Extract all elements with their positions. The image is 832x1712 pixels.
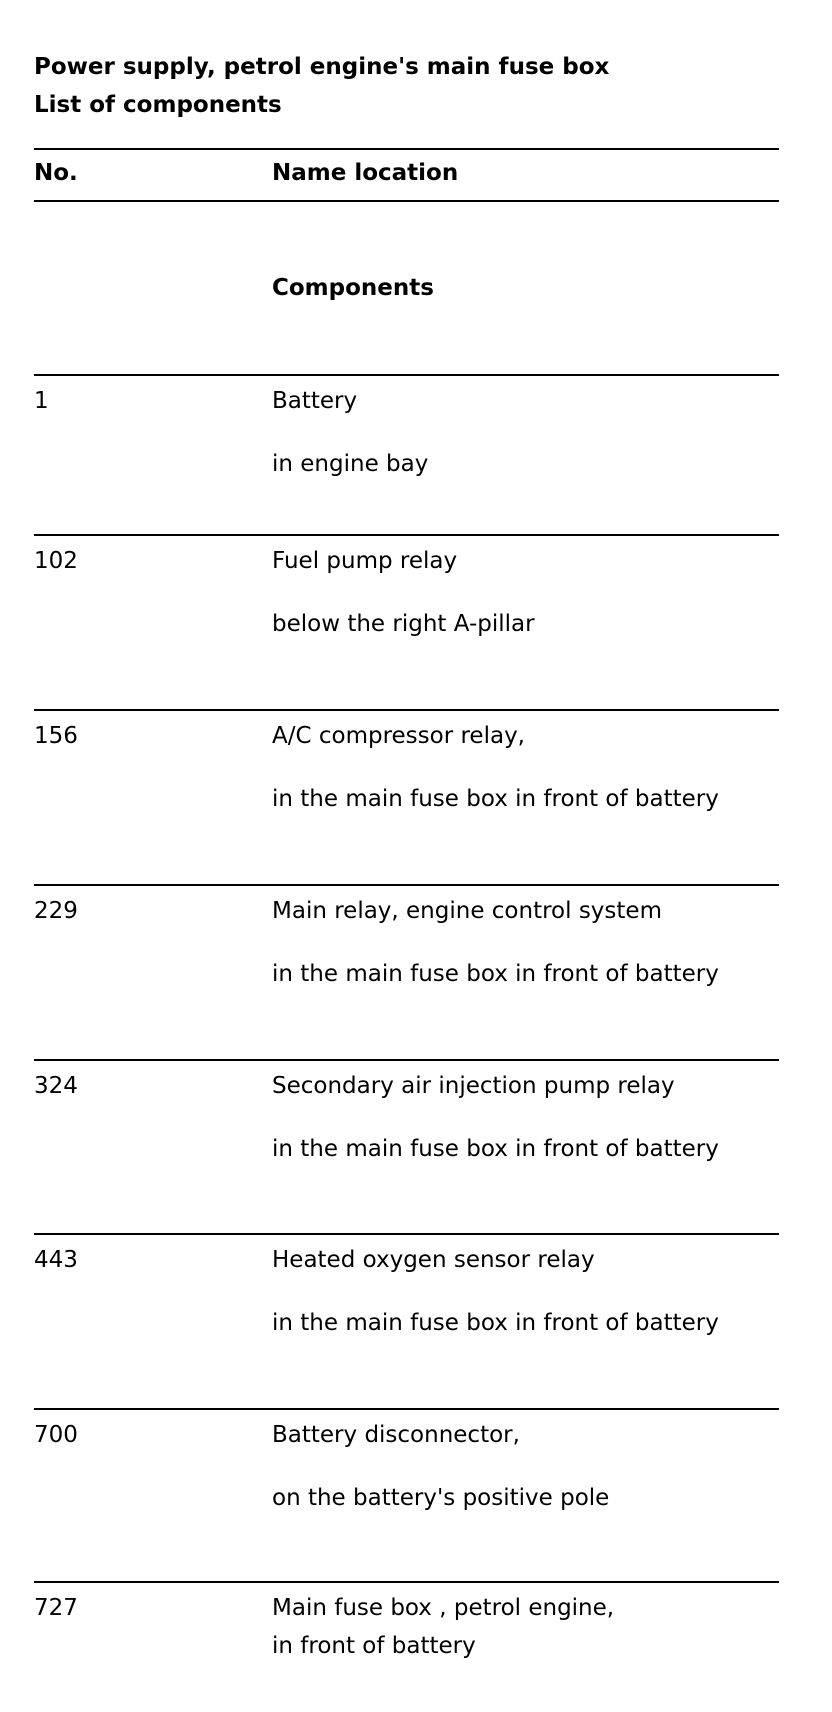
component-number: 727	[34, 1595, 78, 1621]
table-row: 443 Heated oxygen sensor relay in the ma…	[34, 1233, 779, 1408]
component-name: Secondary air injection pump relay	[272, 1073, 675, 1099]
component-location: in the main fuse box in front of battery	[272, 961, 719, 987]
component-number: 229	[34, 898, 78, 924]
component-location: in front of battery	[272, 1633, 476, 1659]
table-header: No. Name location	[34, 148, 779, 202]
component-number: 700	[34, 1422, 78, 1448]
table-row: 1 Battery in engine bay	[34, 374, 779, 534]
component-location: in the main fuse box in front of battery	[272, 1136, 719, 1162]
component-number: 324	[34, 1073, 78, 1099]
component-name: Battery disconnector,	[272, 1422, 520, 1448]
component-number: 102	[34, 548, 78, 574]
component-location: in engine bay	[272, 451, 429, 477]
component-name: Heated oxygen sensor relay	[272, 1247, 595, 1273]
section-heading-row: Components	[34, 202, 779, 374]
table-row: 324 Secondary air injection pump relay i…	[34, 1059, 779, 1233]
document: Power supply, petrol engine's main fuse …	[34, 48, 779, 1659]
document-title: Power supply, petrol engine's main fuse …	[34, 54, 610, 80]
header-name-location: Name location	[272, 160, 459, 186]
component-name: A/C compressor relay,	[272, 723, 525, 749]
table-row: 156 A/C compressor relay, in the main fu…	[34, 709, 779, 884]
table-row: 700 Battery disconnector, on the battery…	[34, 1408, 779, 1581]
header-number: No.	[34, 160, 78, 186]
component-name: Battery	[272, 388, 358, 414]
component-name: Main relay, engine control system	[272, 898, 662, 924]
components-table: No. Name location Components 1 Battery i…	[34, 148, 779, 1683]
component-location: in the main fuse box in front of battery	[272, 786, 719, 812]
table-row: 102 Fuel pump relay below the right A-pi…	[34, 534, 779, 709]
component-number: 443	[34, 1247, 78, 1273]
table-row: 229 Main relay, engine control system in…	[34, 884, 779, 1059]
document-subtitle: List of components	[34, 92, 282, 118]
component-location: on the battery's positive pole	[272, 1485, 610, 1511]
component-location: below the right A-pillar	[272, 611, 535, 637]
component-number: 1	[34, 388, 49, 414]
component-name: Fuel pump relay	[272, 548, 458, 574]
table-row: 727 Main fuse box , petrol engine, in fr…	[34, 1581, 779, 1683]
section-label: Components	[272, 275, 434, 301]
component-location: in the main fuse box in front of battery	[272, 1310, 719, 1336]
component-name: Main fuse box , petrol engine,	[272, 1595, 615, 1621]
component-number: 156	[34, 723, 78, 749]
